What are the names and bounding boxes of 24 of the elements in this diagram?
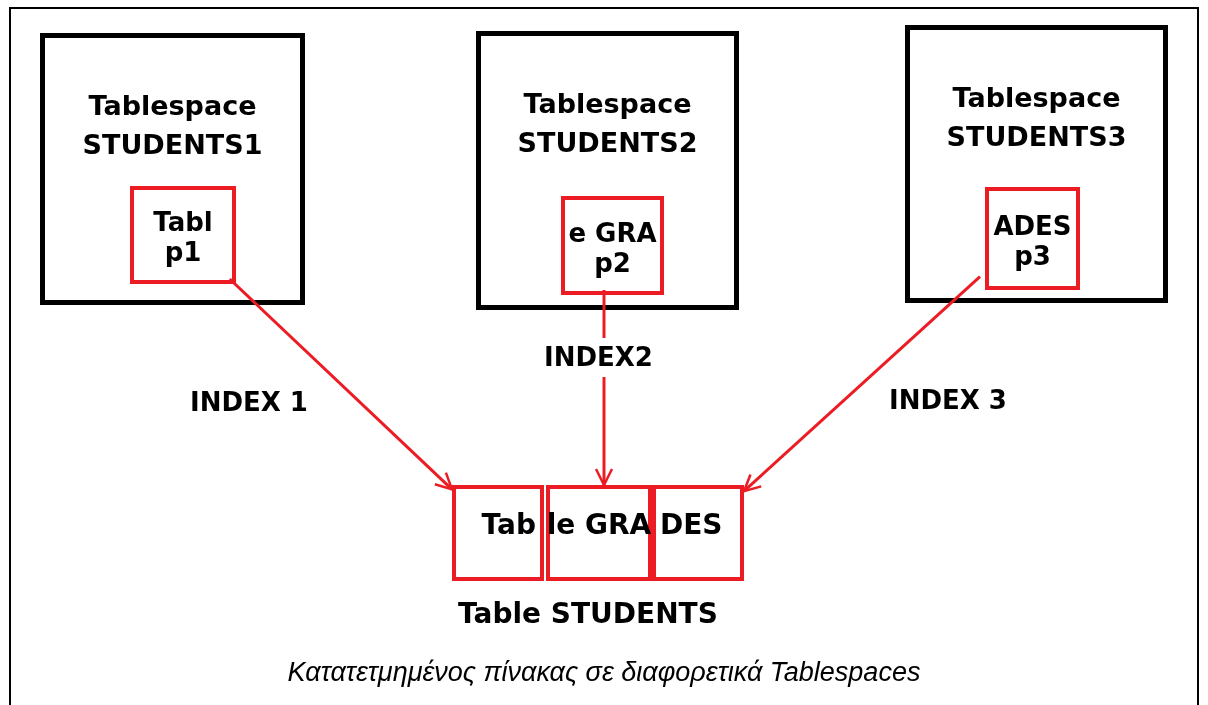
table-fragment-label: Tabl xyxy=(153,207,213,237)
partition-box xyxy=(652,485,744,581)
arrow xyxy=(228,277,454,491)
tablespace-box xyxy=(905,25,1168,303)
table-fragment-label: e GRA xyxy=(568,217,657,248)
tablespace-box xyxy=(476,31,739,310)
table-fragment-label: DES xyxy=(660,507,723,543)
caption: Κατατετμημένος πίνακας σε διαφορετικά Tablespaces xyxy=(287,656,921,689)
tablespace-label: Tablespace STUDENTS1 xyxy=(81,89,264,162)
partition-box xyxy=(130,186,236,284)
partition-box xyxy=(561,196,664,295)
tablespace-label: Tablespace STUDENTS2 xyxy=(516,87,699,160)
partition-label: p3 xyxy=(1014,240,1051,271)
tablespace-label: Tablespace STUDENTS3 xyxy=(945,81,1128,154)
table-name-label: Table STUDENTS xyxy=(458,596,718,632)
partition-box xyxy=(985,187,1080,290)
tablespace-box xyxy=(40,33,305,305)
table-fragment-label: ADES xyxy=(993,210,1072,241)
partition-box xyxy=(452,485,544,581)
table-fragment-label: Tab xyxy=(481,507,536,543)
partition-label: p1 xyxy=(164,237,202,267)
arrow xyxy=(742,275,981,493)
edge-label: INDEX2 xyxy=(544,338,653,377)
partition-label: p2 xyxy=(594,247,631,278)
